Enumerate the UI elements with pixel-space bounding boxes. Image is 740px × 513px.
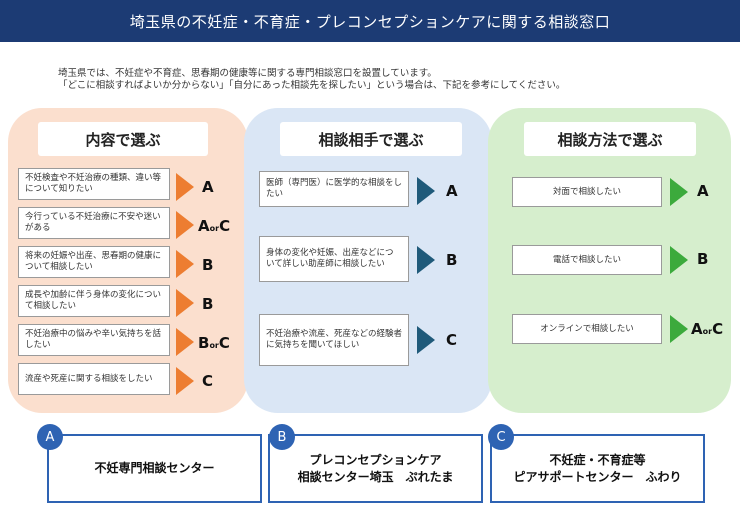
page-header: 埼玉県の不妊症・不育症・プレコンセプションケアに関する相談窓口 <box>0 0 740 42</box>
method-item-2[interactable]: 電話で相談したい <box>512 245 662 275</box>
partner-item-1-letter: A <box>446 182 458 200</box>
center-b-name-line2: 相談センター埼玉 ぷれたま <box>297 469 454 484</box>
arrow-right-icon <box>670 178 688 206</box>
arrow-right-icon <box>176 211 194 239</box>
method-item-1-text: 対面で相談したい <box>552 186 621 197</box>
partner-item-1[interactable]: 医師（専門医）に医学的な相談をしたい <box>259 171 409 207</box>
content-item-1-text: 不妊検査や不妊治療の種類、違い等について知りたい <box>25 173 162 194</box>
method-item-3-letter: AorC <box>691 320 724 338</box>
center-a-box[interactable]: 不妊専門相談センター <box>47 434 262 503</box>
content-item-3[interactable]: 将来の妊娠や出産、思春期の健康について相談したい <box>18 246 170 278</box>
partner-item-2[interactable]: 身体の変化や妊娠、出産などについて詳しい助産師に相談したい <box>259 236 409 282</box>
content-item-4-text: 成長や加齢に伴う身体の変化について相談したい <box>25 290 162 311</box>
content-item-5[interactable]: 不妊治療中の悩みや辛い気持ちを話したい <box>18 324 170 356</box>
content-item-5-text: 不妊治療中の悩みや辛い気持ちを話したい <box>25 329 162 350</box>
center-c-badge: C <box>488 424 514 450</box>
content-item-6[interactable]: 流産や死産に関する相談をしたい <box>18 363 170 395</box>
partner-item-2-letter: B <box>446 251 458 269</box>
arrow-right-icon <box>176 289 194 317</box>
center-a-name: 不妊専門相談センター <box>94 461 215 475</box>
content-item-2-text: 今行っている不妊治療に不安や迷いがある <box>25 212 161 233</box>
arrow-right-icon <box>417 177 435 205</box>
method-item-3-text: オンラインで相談したい <box>540 323 634 334</box>
arrow-right-icon <box>417 246 435 274</box>
content-item-4-letter: B <box>202 295 214 313</box>
arrow-right-icon <box>417 326 435 354</box>
method-item-2-text: 電話で相談したい <box>552 254 621 265</box>
content-item-3-letter: B <box>202 256 214 274</box>
content-item-2-letter: AorC <box>198 217 231 235</box>
arrow-right-icon <box>670 315 688 343</box>
arrow-right-icon <box>176 250 194 278</box>
content-item-2[interactable]: 今行っている不妊治療に不安や迷いがある <box>18 207 170 239</box>
intro-text: 埼玉県では、不妊症や不育症、思春期の健康等に関する専門相談窓口を設置しています。… <box>58 68 565 92</box>
partner-item-3-text: 不妊治療や流産、死産などの経験者に気持ちを聞いてほしい <box>266 329 403 350</box>
method-item-3[interactable]: オンラインで相談したい <box>512 314 662 344</box>
content-item-5-letter: BorC <box>198 334 230 352</box>
intro-line-2: 「どこに相談すればよいか分からない」「自分にあった相談先を探したい」という場合は… <box>58 80 566 91</box>
center-b-badge: B <box>269 424 295 450</box>
content-item-4[interactable]: 成長や加齢に伴う身体の変化について相談したい <box>18 285 170 317</box>
center-c-name-line1: 不妊症・不育症等 <box>549 452 646 467</box>
arrow-right-icon <box>176 328 194 356</box>
partner-item-2-text: 身体の変化や妊娠、出産などについて詳しい助産師に相談したい <box>266 248 394 269</box>
intro-line-1: 埼玉県では、不妊症や不育症、思春期の健康等に関する専門相談窓口を設置しています。 <box>58 68 437 79</box>
content-item-3-text: 将来の妊娠や出産、思春期の健康について相談したい <box>25 251 162 272</box>
partner-item-1-text: 医師（専門医）に医学的な相談をしたい <box>266 178 403 199</box>
center-c-box[interactable]: 不妊症・不育症等 ピアサポートセンター ふわり <box>490 434 705 503</box>
method-item-1-letter: A <box>697 182 709 200</box>
content-item-6-letter: C <box>202 372 214 390</box>
method-item-2-letter: B <box>697 250 709 268</box>
arrow-right-icon <box>670 246 688 274</box>
partner-column-title: 相談相手で選ぶ <box>280 122 462 156</box>
method-column-title: 相談方法で選ぶ <box>524 122 696 156</box>
content-item-6-text: 流産や死産に関する相談をしたい <box>25 373 153 384</box>
content-item-1-letter: A <box>202 178 214 196</box>
center-b-box[interactable]: プレコンセプションケア 相談センター埼玉 ぷれたま <box>268 434 483 503</box>
method-item-1[interactable]: 対面で相談したい <box>512 177 662 207</box>
center-c-name-line2: ピアサポートセンター ふわり <box>513 469 682 484</box>
arrow-right-icon <box>176 173 194 201</box>
arrow-right-icon <box>176 367 194 395</box>
content-item-1[interactable]: 不妊検査や不妊治療の種類、違い等について知りたい <box>18 168 170 200</box>
center-a-badge: A <box>37 424 63 450</box>
content-column-title: 内容で選ぶ <box>38 122 208 156</box>
partner-item-3-letter: C <box>446 331 458 349</box>
partner-item-3[interactable]: 不妊治療や流産、死産などの経験者に気持ちを聞いてほしい <box>259 314 409 366</box>
center-b-name-line1: プレコンセプションケア <box>309 452 442 467</box>
page-title: 埼玉県の不妊症・不育症・プレコンセプションケアに関する相談窓口 <box>129 12 611 31</box>
